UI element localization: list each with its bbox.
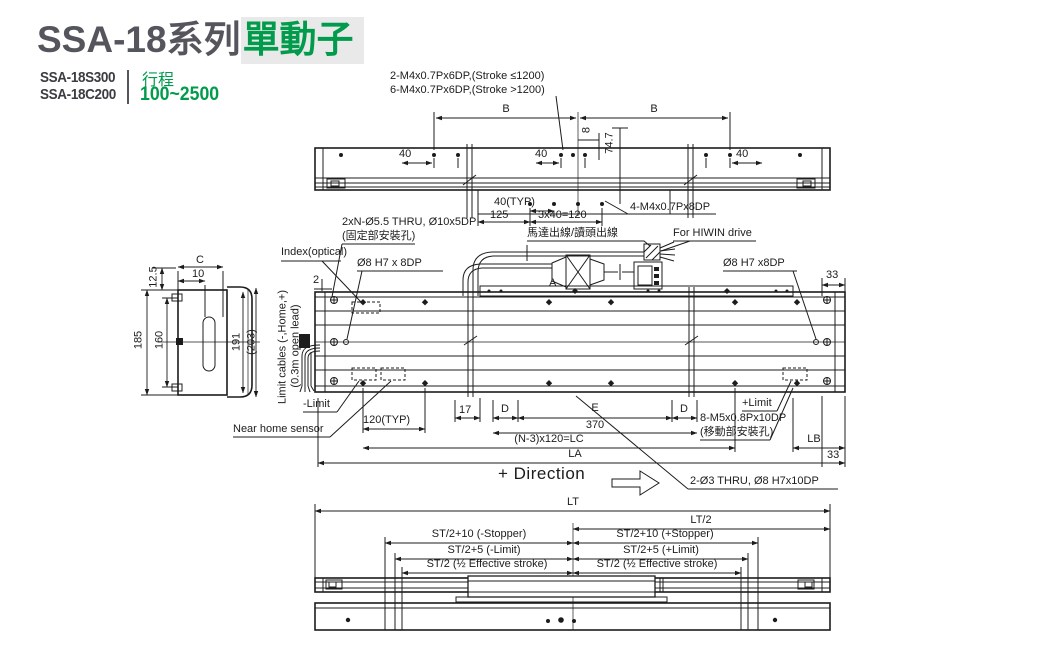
label-neg-limit: -Limit	[303, 398, 330, 410]
dim-d-left: D	[501, 403, 509, 415]
dim-limit-pos: ST/2+5 (+Limit)	[623, 544, 699, 556]
note-base-mount-holes: 2xN-Ø5.5 THRU, Ø10x5DP	[342, 216, 477, 228]
note-thread-stroke-2: 6-M4x0.7Px6DP,(Stroke >1200)	[390, 84, 545, 96]
dim-125: 125	[490, 209, 509, 221]
note-index-optical: Index(optical)	[281, 246, 348, 258]
note-carriage-holes-zh: (移動部安裝孔)	[700, 426, 774, 438]
model-name-2: SSA-18C200	[40, 86, 116, 103]
page-title: SSA-18系列單動子	[37, 17, 364, 64]
note-motor-cable: 馬達出線/讀頭出線	[527, 227, 619, 239]
note-pin-hole-right: Ø8 H7 x8DP	[723, 257, 785, 269]
dim-b-right: B	[650, 103, 658, 115]
label-limit-cables: Limit cables (-,Home,+)	[276, 289, 289, 405]
stroke-view-drawing	[314, 504, 831, 631]
dim-effective-stroke-neg: ST/2 (½ Effective stroke)	[426, 558, 548, 570]
dim-la: LA	[568, 448, 582, 460]
dim-10: 10	[192, 268, 205, 280]
dim-33-bottom: 33	[827, 449, 840, 461]
dim-3x40: 3x40=120	[538, 209, 587, 221]
note-thread-stroke-1: 2-M4x0.7Px6DP,(Stroke ≤1200)	[390, 70, 545, 82]
dim-e: E	[591, 402, 599, 414]
dim-40-left: 40	[399, 148, 412, 160]
cables-drawing	[281, 240, 817, 340]
dim-2: 2	[313, 274, 320, 286]
dim-33-top: 33	[826, 269, 839, 281]
series-title: SSA-18系列	[37, 19, 241, 60]
label-open-lead: (0.3m open lead)	[289, 304, 302, 388]
dim-40-mid: 40	[535, 148, 548, 160]
dim-370: 370	[585, 419, 605, 431]
dim-b-left: B	[502, 103, 510, 115]
dim-17: 17	[459, 404, 472, 416]
dim-d-right: D	[680, 403, 688, 415]
section-view-drawing	[141, 264, 260, 398]
dim-120-typ: 120(TYP)	[363, 414, 411, 426]
dim-40-typ: 40(TYP)	[494, 196, 535, 208]
label-connector-a: A	[549, 277, 557, 289]
plan-dimension-lines	[233, 380, 846, 496]
model-name-1: SSA-18S300	[40, 69, 116, 86]
dim-lb: LB	[807, 433, 821, 445]
dim-8: 8	[580, 126, 593, 134]
label-pos-limit: +Limit	[742, 397, 772, 409]
note-base-mount-holes-zh: (固定部安裝孔)	[342, 230, 416, 242]
dim-c: C	[196, 254, 204, 266]
series-title-highlight: 單動子	[240, 17, 364, 64]
dim-40-right: 40	[736, 148, 749, 160]
dim-limit-neg: ST/2+5 (-Limit)	[447, 544, 521, 556]
note-dowel-holes: 2-Ø3 THRU, Ø8 H7x10DP	[690, 475, 819, 487]
label-near-home-sensor: Near home sensor	[233, 423, 324, 435]
header-divider	[127, 70, 129, 104]
note-hiwin-drive: For HIWIN drive	[673, 227, 752, 239]
dim-185: 185	[132, 330, 145, 350]
dim-12-5: 12.5	[147, 266, 160, 288]
stroke-range: 100~2500	[140, 84, 220, 105]
dim-lt: LT	[566, 496, 580, 508]
dim-160: 160	[153, 330, 166, 350]
note-pin-hole-left: Ø8 H7 x 8DP	[357, 257, 422, 269]
note-carriage-holes: 8-M5x0.8Px10DP	[700, 412, 787, 424]
dim-stopper-neg: ST/2+10 (-Stopper)	[431, 528, 527, 540]
dim-74-7: 74.7	[603, 132, 616, 154]
label-direction: + Direction	[498, 464, 586, 483]
dim-stopper-pos: ST/2+10 (+Stopper)	[616, 528, 714, 540]
dim-191: 191	[230, 332, 243, 352]
plan-view-drawing	[299, 278, 846, 397]
dim-lc: (N-3)x120=LC	[514, 433, 584, 445]
top-view-drawing	[314, 95, 831, 226]
dim-lt-half: LT/2	[690, 514, 712, 526]
dim-effective-stroke-pos: ST/2 (½ Effective stroke)	[596, 558, 718, 570]
dim-203: (203)	[245, 329, 258, 355]
stroke-label: 行程	[142, 72, 175, 89]
note-4m4-thread: 4-M4x0.7Px8DP	[630, 201, 711, 213]
